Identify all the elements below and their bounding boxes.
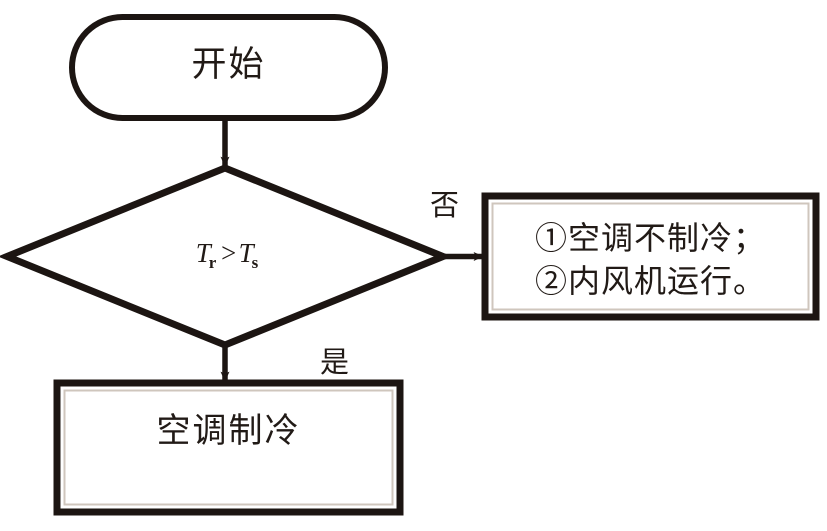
right-box-line-1: ①空调不制冷； [534, 220, 766, 256]
start-node-label: 开始 [191, 45, 266, 84]
bottom-box-label: 空调制冷 [156, 413, 301, 450]
edge-label-no: 否 [430, 190, 460, 222]
decision-operator: > [219, 238, 238, 268]
edge-label-yes: 是 [320, 347, 350, 379]
start-node-shape [69, 14, 388, 121]
decision-subscript-s: s [251, 253, 259, 272]
right-box-line-2: ②内风机运行。 [534, 262, 766, 299]
right-box-shape-outer [481, 192, 820, 321]
bottom-box-shape-outer [53, 379, 404, 516]
right-box-shape-inner [491, 202, 810, 311]
decision-symbol-tr: T [195, 238, 211, 268]
decision-subscript-r: r [208, 253, 217, 272]
decision-node-label: Tr>Ts [143, 238, 313, 272]
bottom-box-shape-inner [63, 389, 394, 506]
right-box-label: ①空调不制冷； ②内风机运行。 [495, 217, 806, 303]
decision-symbol-ts: T [238, 238, 254, 268]
